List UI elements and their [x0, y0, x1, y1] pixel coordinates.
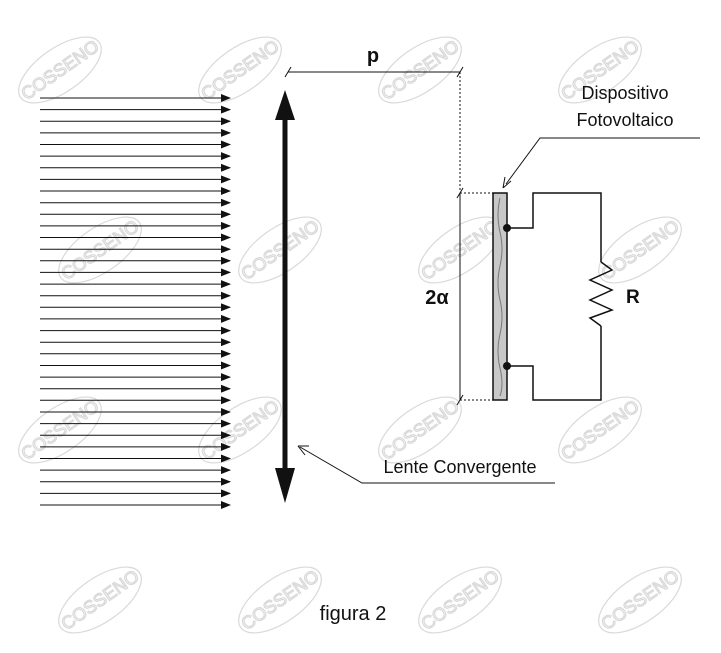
svg-text:COSSENO: COSSENO: [377, 396, 462, 464]
watermark-logo: COSSENO: [597, 565, 683, 634]
terminal-top: [503, 224, 511, 232]
watermark-logo: COSSENO: [237, 565, 323, 634]
svg-text:COSSENO: COSSENO: [17, 396, 102, 464]
incoming-rays: [40, 94, 231, 509]
svg-text:COSSENO: COSSENO: [377, 36, 462, 104]
resistor-label: R: [626, 287, 640, 308]
watermark-logo: COSSENO: [237, 215, 323, 284]
device-label-line1: Dispositivo: [581, 83, 668, 103]
watermark-logo: COSSENO: [377, 35, 463, 104]
lens-label: Lente Convergente: [383, 457, 536, 477]
device-leader: [502, 137, 700, 189]
resistor-symbol: [588, 261, 614, 327]
svg-text:COSSENO: COSSENO: [597, 566, 682, 634]
watermark-logo: COSSENO: [57, 565, 143, 634]
converging-lens: [275, 90, 295, 503]
distance-p-dimension: [284, 66, 464, 192]
svg-text:COSSENO: COSSENO: [237, 216, 322, 284]
watermark-logo: COSSENO: [597, 215, 683, 284]
terminal-bottom: [503, 362, 511, 370]
lens-leader: [297, 445, 555, 484]
circuit-wiring: [507, 192, 602, 401]
lens-bottom-arrowhead: [275, 468, 295, 503]
watermark-logo: COSSENO: [17, 35, 103, 104]
figure-caption: figura 2: [320, 603, 387, 625]
svg-text:COSSENO: COSSENO: [237, 566, 322, 634]
watermark-logo: COSSENO: [197, 395, 283, 464]
svg-text:COSSENO: COSSENO: [197, 36, 282, 104]
watermark-logo: COSSENO: [197, 35, 283, 104]
photovoltaic-device: [492, 192, 508, 401]
watermark-logo: COSSENO: [17, 395, 103, 464]
watermark-logo: COSSENO: [557, 395, 643, 464]
device-label-line2: Fotovoltaico: [576, 110, 673, 130]
svg-text:COSSENO: COSSENO: [197, 396, 282, 464]
distance-label: p: [367, 45, 379, 67]
svg-text:COSSENO: COSSENO: [17, 36, 102, 104]
aperture-label: 2α: [425, 287, 449, 309]
aperture-dimension: [456, 187, 493, 406]
watermark-logo: COSSENO: [57, 215, 143, 284]
watermark-logo: COSSENO: [417, 565, 503, 634]
lens-top-arrowhead: [275, 90, 295, 120]
svg-text:COSSENO: COSSENO: [417, 566, 502, 634]
svg-text:COSSENO: COSSENO: [597, 216, 682, 284]
svg-text:COSSENO: COSSENO: [57, 566, 142, 634]
svg-text:COSSENO: COSSENO: [557, 396, 642, 464]
